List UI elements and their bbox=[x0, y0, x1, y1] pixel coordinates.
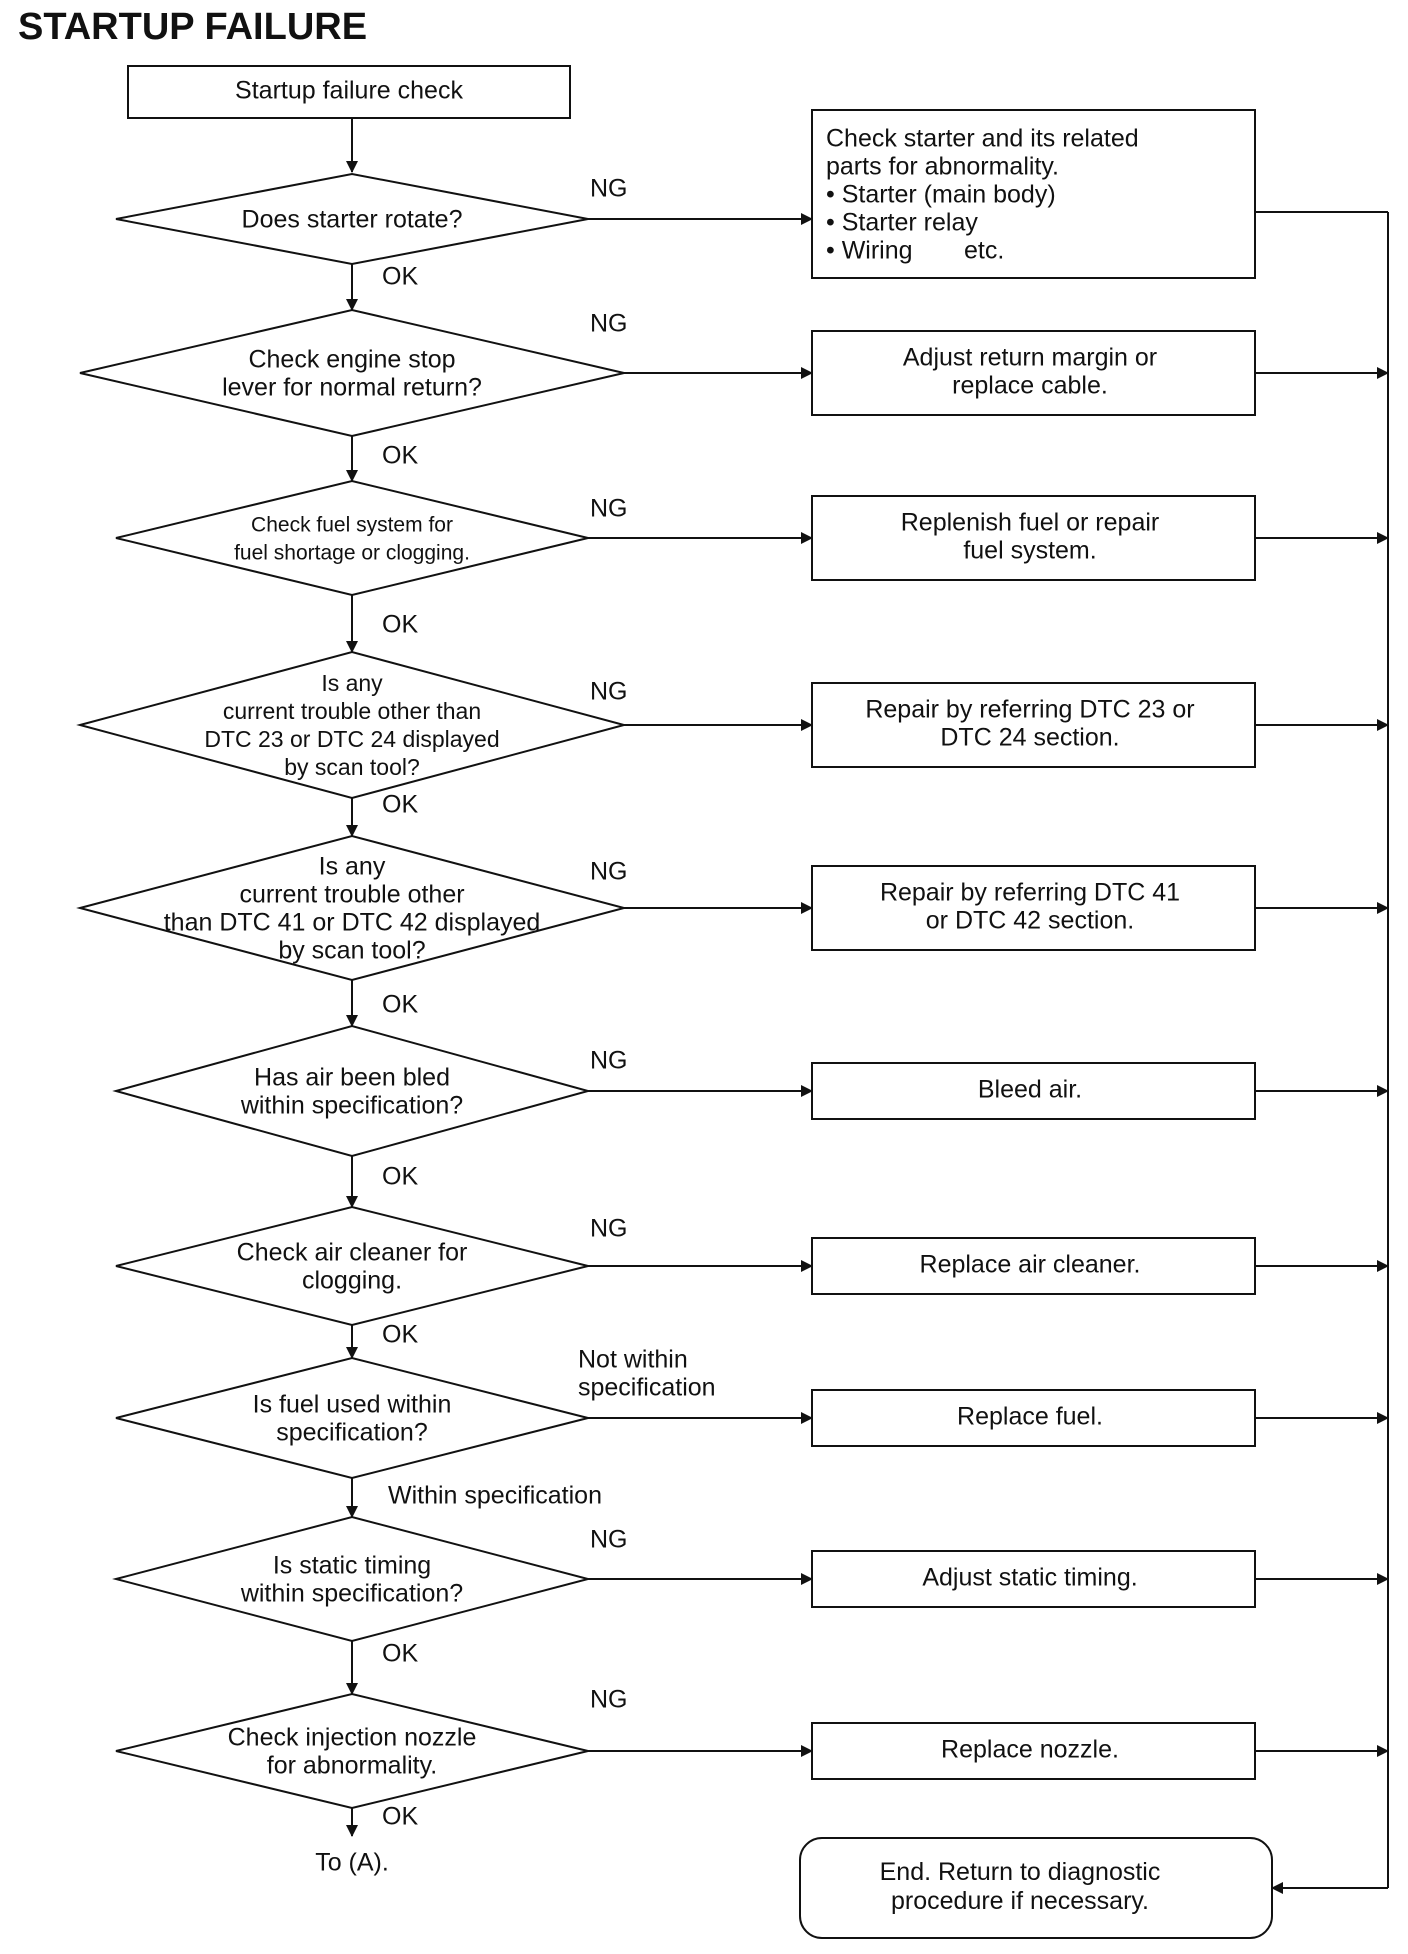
action-text: Adjust static timing. bbox=[922, 1564, 1137, 1592]
ok-label: OK bbox=[382, 442, 418, 470]
action-box bbox=[811, 330, 1256, 416]
ok-label: OK bbox=[382, 1321, 418, 1349]
ng-label: NG bbox=[590, 310, 628, 338]
page-title: STARTUP FAILURE bbox=[18, 6, 368, 48]
ok-label: OK bbox=[382, 1163, 418, 1191]
starter-check-box bbox=[811, 109, 1256, 279]
action-box bbox=[811, 1237, 1256, 1295]
decision-diamond bbox=[76, 834, 628, 982]
ng-label: NG bbox=[590, 175, 628, 203]
ng-label: NG bbox=[590, 495, 628, 523]
ng-label: NG bbox=[590, 1686, 628, 1714]
decision-diamond bbox=[112, 1024, 592, 1158]
ng-label: NG bbox=[590, 1047, 628, 1075]
decision-diamond bbox=[115, 1205, 589, 1327]
ng-label: NG bbox=[590, 1526, 628, 1554]
action-box bbox=[811, 1389, 1256, 1447]
ok-label: Within specification bbox=[388, 1482, 602, 1510]
decision-question: Does starter rotate? bbox=[242, 206, 463, 234]
decision-diamond bbox=[115, 1356, 589, 1480]
action-text: Replace nozzle. bbox=[941, 1736, 1119, 1764]
ok-label: OK bbox=[382, 1640, 418, 1668]
decision-diamond bbox=[115, 1692, 589, 1810]
ok-label: OK bbox=[382, 791, 418, 819]
action-box bbox=[811, 1722, 1256, 1780]
decision-diamond bbox=[115, 172, 589, 266]
end-box bbox=[799, 1837, 1273, 1939]
action-box bbox=[811, 495, 1256, 581]
to-a-label: To (A). bbox=[315, 1849, 389, 1877]
action-text: Replace air cleaner. bbox=[920, 1251, 1141, 1279]
decision-diamond bbox=[76, 650, 628, 800]
action-box bbox=[811, 1062, 1256, 1120]
decision-diamond bbox=[115, 479, 589, 597]
ng-label: NG bbox=[590, 678, 628, 706]
action-box bbox=[811, 1550, 1256, 1608]
start-box bbox=[127, 65, 571, 119]
action-text: Replace fuel. bbox=[957, 1403, 1103, 1431]
ng-label: NG bbox=[590, 858, 628, 886]
decision-diamond bbox=[112, 1515, 592, 1643]
ok-label: OK bbox=[382, 263, 418, 291]
action-text: Bleed air. bbox=[978, 1076, 1082, 1104]
action-box bbox=[811, 682, 1256, 768]
action-box bbox=[811, 865, 1256, 951]
decision-diamond bbox=[79, 308, 625, 438]
start-box-label: Startup failure check bbox=[235, 77, 463, 105]
ok-label: OK bbox=[382, 1803, 418, 1831]
starter-check-etc: etc. bbox=[964, 237, 1004, 265]
ok-label: OK bbox=[382, 991, 418, 1019]
ok-label: OK bbox=[382, 611, 418, 639]
ng-label: NG bbox=[590, 1215, 628, 1243]
